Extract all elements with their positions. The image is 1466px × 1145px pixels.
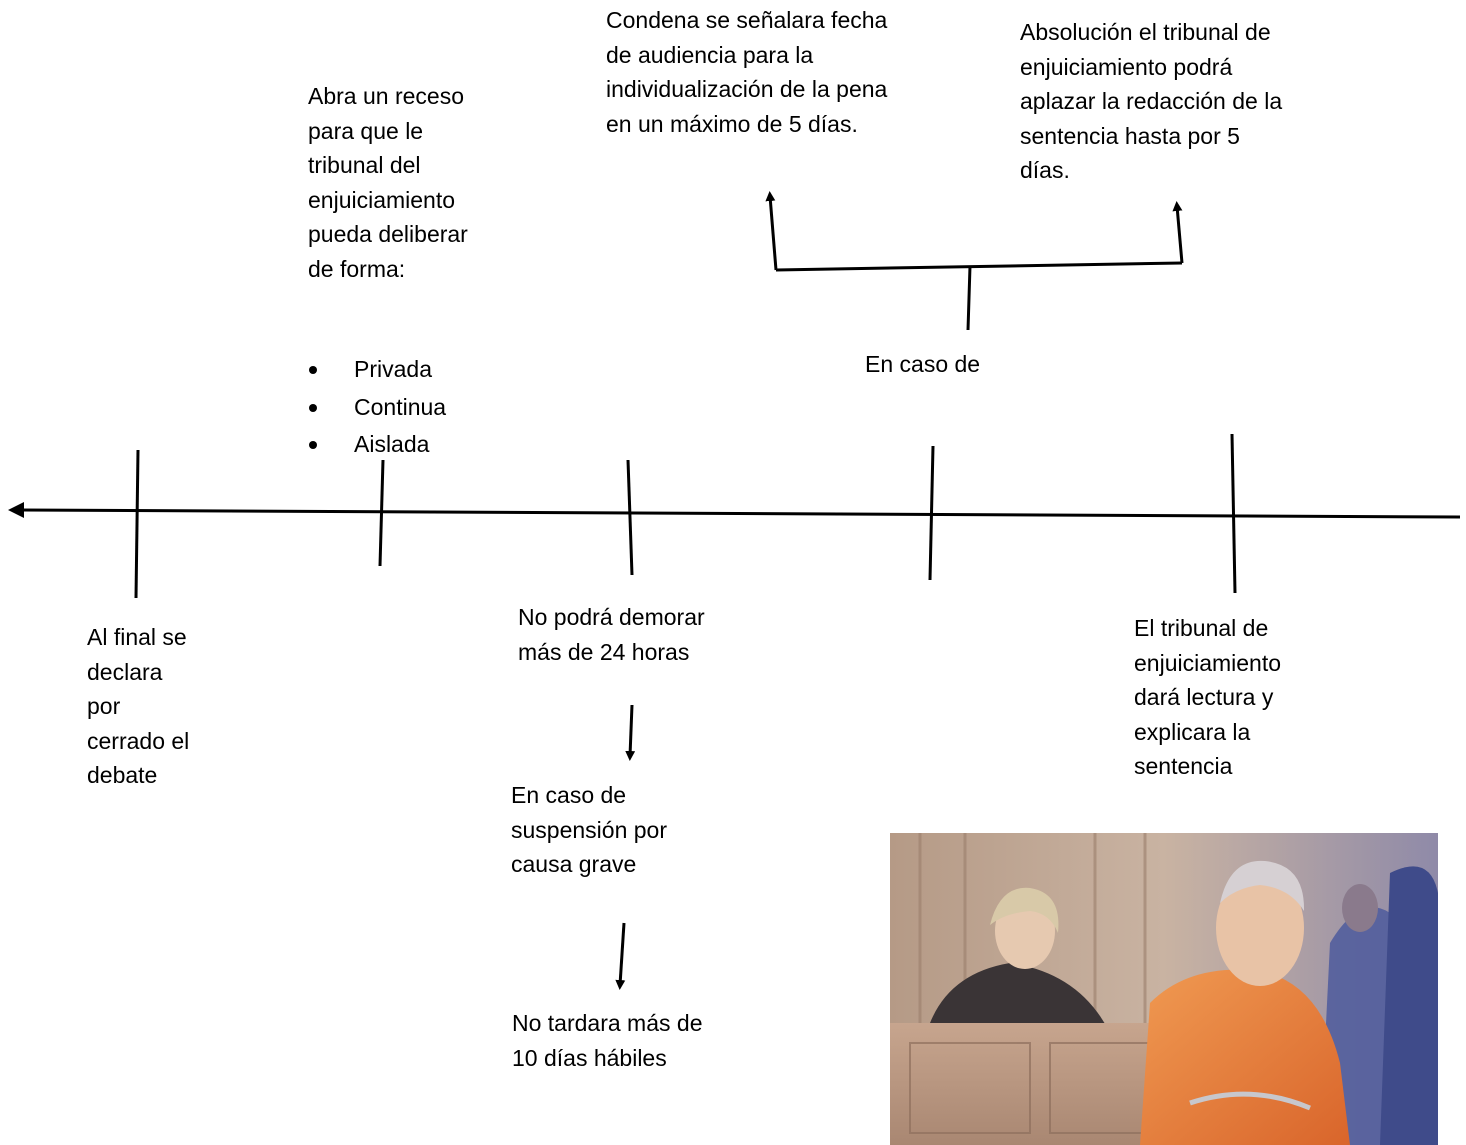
- bracket-left-arrow: [765, 191, 778, 271]
- bracket-bar: [775, 261, 1183, 272]
- event-1-line: debate: [87, 762, 158, 788]
- suspension-text: En caso de suspensión por causa grave: [511, 778, 667, 882]
- limit-line: 10 días hábiles: [512, 1044, 667, 1071]
- event-1-text: Al final se declara por cerrado el debat…: [87, 620, 189, 793]
- limit-line: No tardara más de: [512, 1010, 703, 1036]
- timeline-axis: [21, 508, 1461, 519]
- deliberation-form-item: Privada: [306, 351, 446, 389]
- event-3-text: No podrá demorar más de 24 horas: [518, 600, 705, 669]
- timeline-arrowhead: [8, 502, 24, 518]
- event-5-line: sentencia: [1134, 753, 1233, 779]
- deliberation-form-item: Continua: [306, 389, 446, 427]
- absolucion-line: Absolución el tribunal de: [1020, 19, 1271, 45]
- event-2-text: Abra un receso para que le tribunal del …: [308, 79, 468, 286]
- event-1-line: Al final se: [87, 624, 187, 650]
- event-3-line: No podrá demorar: [518, 604, 705, 630]
- event-2-line: enjuiciamiento: [308, 186, 456, 213]
- bracket-stem: [966, 265, 972, 331]
- condena-text: Condena se señalara fecha de audiencia p…: [606, 3, 887, 141]
- tick-2: [378, 459, 385, 567]
- event-2-line: de forma:: [308, 255, 406, 282]
- absolucion-line: días.: [1020, 157, 1070, 183]
- suspension-line: suspensión por: [511, 816, 667, 843]
- tick-1: [134, 449, 140, 599]
- absolucion-line: enjuiciamiento podrá: [1020, 53, 1233, 80]
- event-2-line: pueda deliberar: [308, 221, 468, 247]
- event-2-line: para que le: [308, 117, 424, 144]
- absolucion-line: sentencia hasta por 5: [1020, 122, 1240, 149]
- condena-line: en un máximo de 5 días.: [606, 110, 858, 137]
- event-5-text: El tribunal de enjuiciamiento dará lectu…: [1134, 611, 1281, 784]
- event-4-heading-text: En caso de: [865, 351, 981, 377]
- condena-line: individualización de la pena: [606, 76, 888, 102]
- condena-line: Condena se señalara fecha: [606, 7, 888, 33]
- event-5-line: dará lectura y: [1134, 684, 1274, 710]
- down-arrow-1: [625, 704, 636, 761]
- event-5-line: enjuiciamiento: [1134, 649, 1282, 676]
- event-2-line: Abra un receso: [308, 83, 464, 109]
- event-3-line: más de 24 horas: [518, 638, 690, 665]
- down-arrow-2: [615, 922, 626, 990]
- suspension-line: En caso de: [511, 782, 627, 808]
- suspension-line: causa grave: [511, 851, 637, 877]
- event-5-line: explicara la: [1134, 718, 1251, 745]
- tick-5: [1230, 433, 1237, 594]
- event-4-heading: En caso de: [865, 347, 980, 382]
- deliberation-form-item: Aislada: [306, 426, 446, 464]
- event-2-line: tribunal del: [308, 152, 421, 178]
- event-1-line: por: [87, 693, 121, 719]
- event-1-line: declara: [87, 658, 163, 685]
- limit-text: No tardara más de 10 días hábiles: [512, 1006, 702, 1075]
- event-5-line: El tribunal de: [1134, 615, 1269, 641]
- tick-4: [928, 445, 935, 581]
- tick-3: [626, 459, 634, 576]
- courtroom-sketch-image: [890, 833, 1438, 1145]
- absolucion-text: Absolución el tribunal de enjuiciamiento…: [1020, 15, 1282, 188]
- absolucion-line: aplazar la redacción de la: [1020, 88, 1283, 114]
- deliberation-forms-list: Privada Continua Aislada: [306, 351, 446, 464]
- bracket-right-arrow: [1172, 201, 1184, 264]
- condena-line: de audiencia para la: [606, 41, 814, 68]
- event-1-line: cerrado el: [87, 727, 190, 754]
